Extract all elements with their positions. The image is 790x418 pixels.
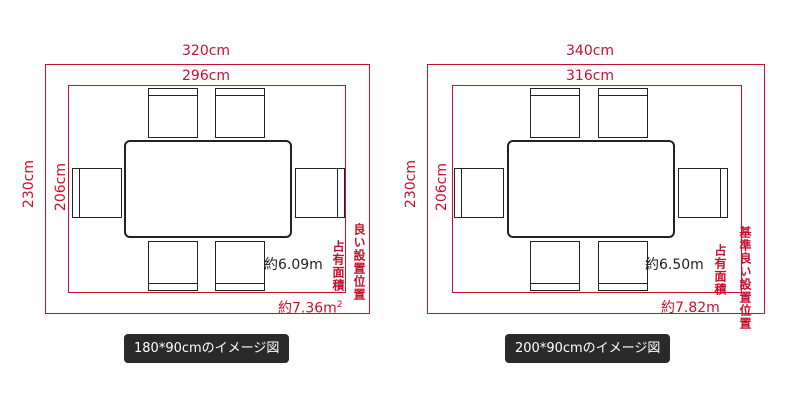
occupied-area-caption: 占有面積 xyxy=(713,244,727,296)
chair-bottom-right xyxy=(598,241,648,291)
chair-bottom-left xyxy=(148,241,198,291)
recommended-area-value: 約7.82m xyxy=(661,300,720,316)
outer-clearance-rect xyxy=(427,64,765,314)
outer-clearance-rect xyxy=(45,64,370,314)
chair-bottom-left xyxy=(530,241,580,291)
occupied-area-value: 約6.09m xyxy=(264,257,323,273)
chair-top-right xyxy=(598,88,648,138)
occupied-area-caption: 占有面積 xyxy=(331,240,345,292)
chair-top-left xyxy=(148,88,198,138)
outer-height-label: 230cm xyxy=(21,160,37,209)
inner-width-label: 316cm xyxy=(566,68,615,84)
chair-bottom-right xyxy=(215,241,265,291)
recommended-position-caption: 基準良い設置位置 xyxy=(738,226,752,330)
inner-height-label: 206cm xyxy=(53,163,69,212)
area-unit-sup: 2 xyxy=(336,300,343,310)
inner-width-label: 296cm xyxy=(182,68,231,84)
layout-diagram-180x90: 320cm 296cm 230cm 206cm 約6.09m 約7.36m2 占… xyxy=(21,43,370,363)
recommended-area-value: 約7.36m2 xyxy=(278,300,343,317)
outer-height-label: 230cm xyxy=(403,160,419,209)
occupied-area-value: 約6.50m xyxy=(645,257,704,273)
outer-width-label: 320cm xyxy=(182,43,231,59)
diagram-caption: 200*90cmのイメージ図 xyxy=(505,334,671,363)
chair-top-left xyxy=(530,88,580,138)
inner-height-label: 206cm xyxy=(434,163,450,212)
recommended-position-caption: 良い設置位置 xyxy=(352,223,366,301)
chair-right-end xyxy=(678,168,728,218)
chair-left-end xyxy=(72,168,122,218)
inner-occupied-rect xyxy=(68,85,346,293)
chair-right-end xyxy=(295,168,345,218)
chair-left-end xyxy=(454,168,504,218)
dining-table xyxy=(124,140,292,238)
diagram-caption: 180*90cmのイメージ図 xyxy=(124,334,290,363)
dining-table xyxy=(507,140,675,238)
layout-diagram-200x90: 340cm 316cm 230cm 206cm 約6.50m 約7.82m 占有… xyxy=(395,0,790,418)
chair-top-right xyxy=(215,88,265,138)
inner-occupied-rect xyxy=(452,85,742,293)
outer-width-label: 340cm xyxy=(566,43,615,59)
